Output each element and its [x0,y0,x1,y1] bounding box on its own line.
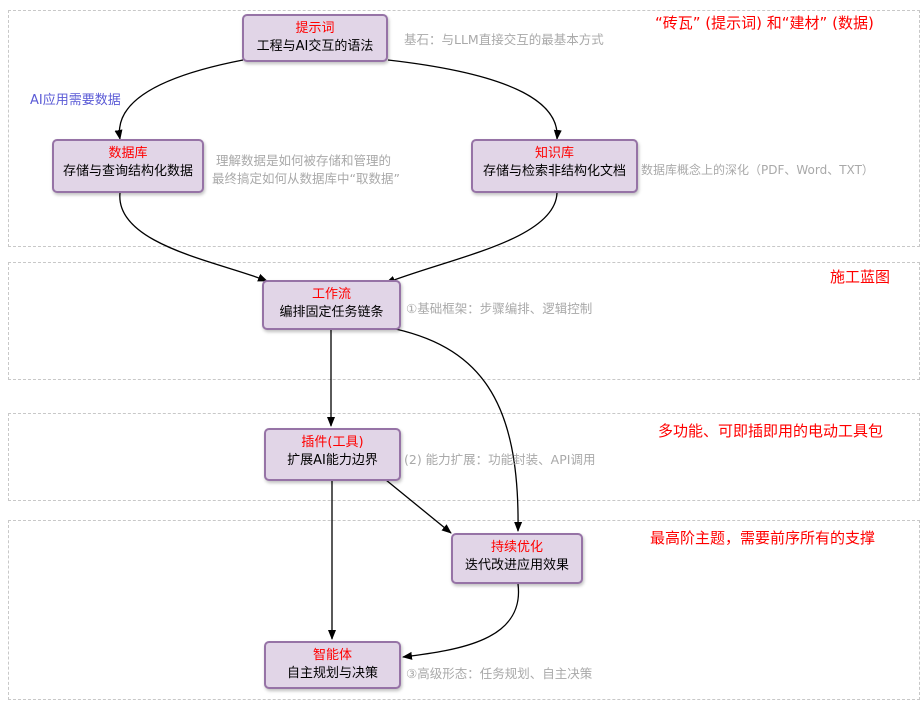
edge-database-to-workflow [119,192,268,282]
node-subtitle: 存储与查询结构化数据 [62,164,193,179]
node-prompt: 提示词 工程与AI交互的语法 [242,14,388,62]
section-title-blueprint: 施工蓝图 [830,268,891,286]
node-subtitle: 自主规划与决策 [286,666,378,681]
edge-plugin-to-optimize [385,479,452,534]
section-toolkit [8,413,920,501]
annotation-workflow: ①基础框架：步骤编排、逻辑控制 [406,301,593,316]
annotation-knowledge: 数据库概念上的深化（PDF、Word、TXT） [641,163,874,177]
node-subtitle: 存储与检索非结构化文档 [482,164,626,179]
node-title: 知识库 [534,146,574,161]
edge-optimize-to-agent [402,583,520,660]
node-agent: 智能体 自主规划与决策 [264,641,401,689]
node-title: 持续优化 [490,540,543,555]
section-title-foundation: “砖瓦” (提示词) 和“建材” (数据) [655,14,874,32]
node-workflow: 工作流 编排固定任务链条 [262,280,401,330]
node-title: 工作流 [311,287,351,302]
node-title: 智能体 [312,648,352,663]
node-optimize: 持续优化 迭代改进应用效果 [451,533,583,584]
edge-prompt-to-database [114,59,244,140]
section-advanced [8,520,920,700]
node-title: 插件(工具) [301,435,364,450]
edge-workflow-to-optimize [385,326,523,532]
annotation-database-line1: 理解数据是如何被存储和管理的 [216,153,392,168]
node-subtitle: 工程与AI交互的语法 [256,39,374,54]
annotation-prompt: 基石：与LLM直接交互的最基本方式 [404,32,604,47]
section-title-advanced: 最高阶主题，需要前序所有的支撑 [650,529,876,547]
node-subtitle: 编排固定任务链条 [279,305,384,320]
edge-label-prompt-to-database: AI应用需要数据 [30,93,121,108]
section-foundation [8,10,920,247]
node-knowledge: 知识库 存储与检索非结构化文档 [471,139,638,193]
annotation-plugin: (2) 能力扩展：功能封装、API调用 [404,452,596,467]
annotation-agent: ③高级形态：任务规划、自主决策 [406,666,593,681]
edge-knowledge-to-workflow [385,192,558,284]
node-title: 提示词 [295,21,335,36]
section-title-toolkit: 多功能、可即插即用的电动工具包 [658,422,884,440]
section-blueprint [8,262,920,380]
node-title: 数据库 [108,146,148,161]
node-subtitle: 扩展AI能力边界 [287,453,378,468]
node-plugin: 插件(工具) 扩展AI能力边界 [264,428,401,481]
edge-prompt-to-knowledge [387,59,562,140]
node-subtitle: 迭代改进应用效果 [464,558,569,573]
annotation-database-line2: 最终搞定如何从数据库中“取数据” [212,171,400,186]
node-database: 数据库 存储与查询结构化数据 [52,139,204,193]
